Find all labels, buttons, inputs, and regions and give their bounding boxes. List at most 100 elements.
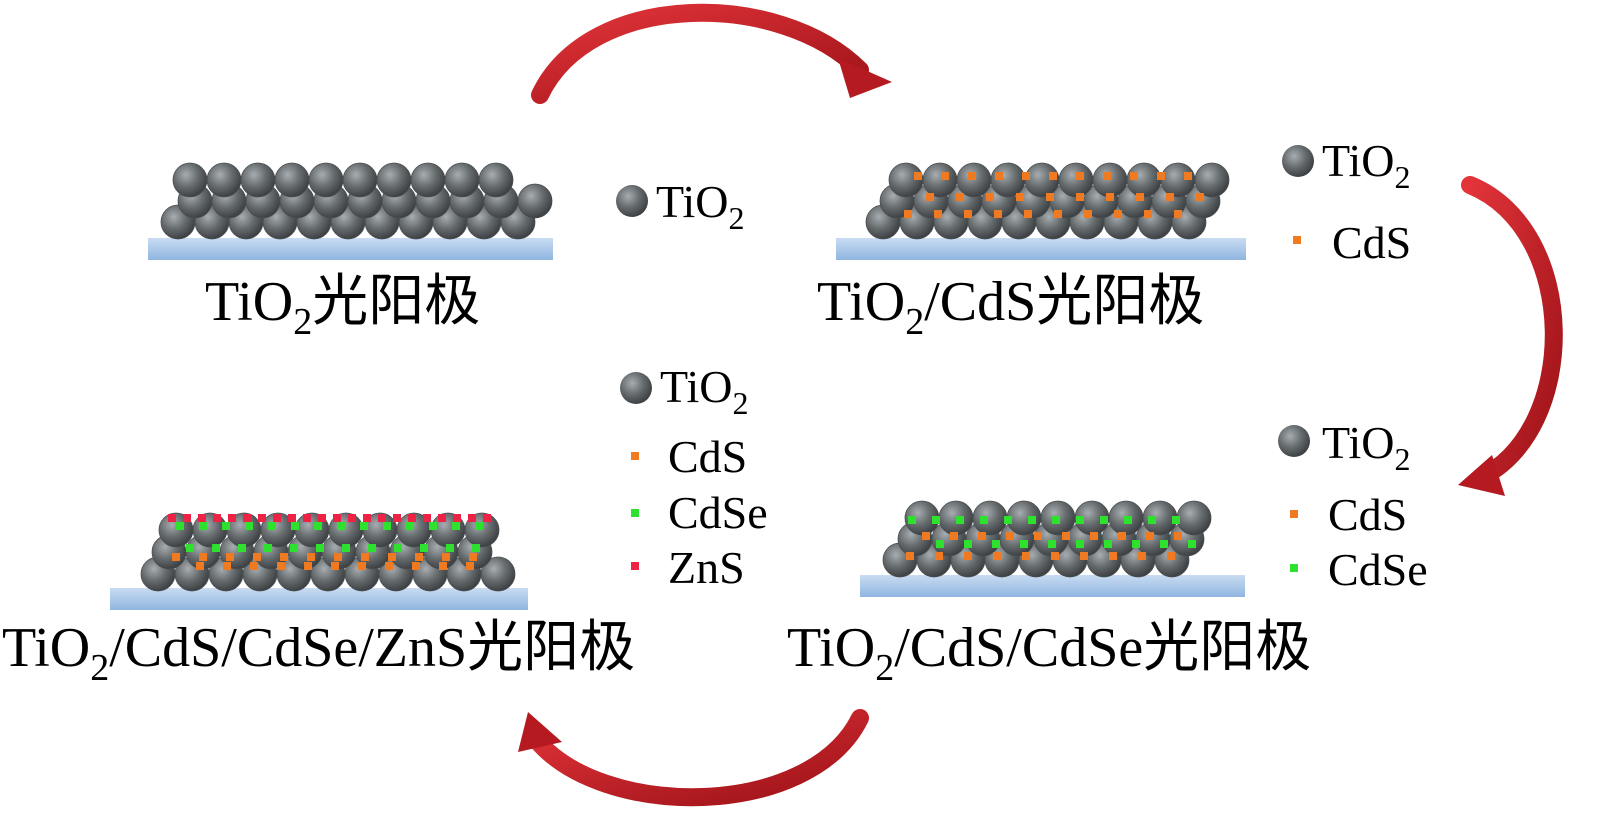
legend-zns: TiO2 CdS CdSe ZnS <box>620 361 768 593</box>
svg-text:CdS: CdS <box>1328 489 1407 540</box>
cds-dot <box>1006 532 1014 540</box>
svg-text:TiO2: TiO2 <box>660 361 748 421</box>
substrate <box>860 575 1245 597</box>
zns-dot <box>318 514 326 522</box>
tio2-particle <box>206 162 242 198</box>
cdse-dot <box>1124 516 1132 524</box>
cdse-dot <box>932 516 940 524</box>
panel-title-cds: TiO2/CdS光阳极 <box>817 271 1204 343</box>
panel-cdse-photoanode <box>860 500 1245 597</box>
tio2-particle <box>376 162 412 198</box>
cds-dot <box>1157 172 1165 180</box>
cds-dot <box>1090 532 1098 540</box>
substrate <box>836 238 1246 260</box>
cds-dot <box>934 210 942 218</box>
zns-dot <box>333 514 341 522</box>
cdse-dot <box>1004 516 1012 524</box>
zns-dot <box>228 514 236 522</box>
tio2-particle <box>517 183 553 219</box>
svg-text:CdS: CdS <box>668 431 747 482</box>
cds-dot <box>1106 193 1114 201</box>
substrate <box>110 588 528 610</box>
cdse-dot <box>1148 516 1156 524</box>
cdse-dot <box>316 544 324 552</box>
cds-dot <box>466 562 474 570</box>
tio2-particle <box>480 556 516 592</box>
cds-dot <box>199 553 207 561</box>
cdse-dot <box>245 522 253 530</box>
curved-arrow-icon <box>518 709 869 807</box>
legend-cds: TiO2 CdS <box>1282 135 1411 268</box>
cdse-dot <box>1048 540 1056 548</box>
cdse-dot <box>992 540 1000 548</box>
tio2-particle-layer <box>882 500 1212 578</box>
tio2-particle <box>274 162 310 198</box>
cdse-dot <box>238 544 246 552</box>
cdse-dot <box>1160 540 1168 548</box>
cdse-dot <box>337 522 345 530</box>
cds-dot <box>1051 552 1059 560</box>
cdse-dot <box>420 544 428 552</box>
tio2-particle-icon <box>620 372 652 404</box>
cds-dot-icon <box>1290 510 1298 518</box>
cdse-dot <box>314 522 322 530</box>
cds-dot <box>926 193 934 201</box>
tio2-particle-layer <box>865 162 1230 240</box>
panel-title-cdse: TiO2/CdS/CdSe光阳极 <box>787 617 1311 689</box>
tio2-particle-icon <box>1282 145 1314 177</box>
cds-dot <box>1118 532 1126 540</box>
zns-dot <box>303 514 311 522</box>
cds-dot <box>385 562 393 570</box>
tio2-particle <box>1176 500 1212 536</box>
cds-dot <box>307 553 315 561</box>
cdse-dot-icon <box>631 509 639 517</box>
cdse-dot <box>1132 540 1140 548</box>
cds-dot <box>1076 172 1084 180</box>
cds-dot <box>904 210 912 218</box>
cds-dot <box>280 553 288 561</box>
cds-dot <box>1167 552 1175 560</box>
cdse-dot <box>446 544 454 552</box>
cds-dot <box>1049 172 1057 180</box>
cds-dot <box>250 562 258 570</box>
tio2-particle <box>478 162 514 198</box>
cds-dot <box>906 552 914 560</box>
quantum-dot-layer <box>906 516 1196 560</box>
cdse-dot <box>429 522 437 530</box>
cdse-dot <box>290 544 298 552</box>
zns-dot <box>423 514 431 522</box>
cdse-dot <box>956 516 964 524</box>
cds-dot <box>361 553 369 561</box>
cdse-dot <box>360 522 368 530</box>
cdse-dot <box>176 522 184 530</box>
cds-dot <box>941 172 949 180</box>
cds-dot <box>964 552 972 560</box>
zns-dot <box>243 514 251 522</box>
cds-dot <box>968 172 976 180</box>
zns-dot-icon <box>631 562 639 570</box>
cdse-dot <box>475 522 483 530</box>
cds-dot-icon <box>1293 236 1301 244</box>
zns-dot <box>288 514 296 522</box>
tio2-particle <box>972 500 1008 536</box>
cds-dot <box>1084 210 1092 218</box>
cds-dot <box>950 532 958 540</box>
svg-text:TiO2: TiO2 <box>656 176 744 236</box>
cdse-dot <box>394 544 402 552</box>
cds-dot <box>1080 552 1088 560</box>
cds-dot <box>986 193 994 201</box>
zns-dot <box>393 514 401 522</box>
cds-dot <box>956 193 964 201</box>
cdse-dot <box>406 522 414 530</box>
zns-dot <box>468 514 476 522</box>
zns-dot <box>183 514 191 522</box>
tio2-particle <box>444 162 480 198</box>
cds-dot <box>172 553 180 561</box>
cdse-dot <box>186 544 194 552</box>
cdse-dot <box>908 516 916 524</box>
cdse-dot <box>199 522 207 530</box>
cdse-dot <box>212 544 220 552</box>
cdse-dot <box>291 522 299 530</box>
cds-dot <box>334 553 342 561</box>
tio2-particle-icon <box>616 185 648 217</box>
